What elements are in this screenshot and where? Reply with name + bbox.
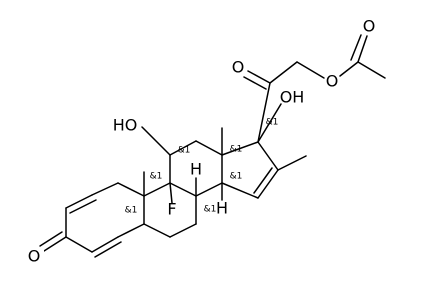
bond: [247, 70, 271, 84]
bond: [143, 182, 171, 197]
bond: [91, 236, 119, 253]
bond: [257, 103, 282, 143]
stereo-label: &1: [266, 118, 279, 128]
stereo-label: &1: [230, 172, 243, 182]
bond: [257, 169, 279, 199]
bond: [257, 141, 279, 171]
oxygen-label: O: [363, 17, 376, 36]
bond: [169, 182, 197, 197]
label-bg: [24, 247, 44, 267]
bond: [91, 182, 119, 196]
bond: [65, 236, 93, 253]
bond: [350, 34, 362, 61]
bond: [169, 223, 197, 238]
bond: [141, 126, 171, 156]
stereo-label: &1: [125, 206, 138, 216]
oxygen-label: O: [28, 247, 41, 266]
stereo-label: &1: [204, 205, 217, 215]
bond: [169, 140, 197, 156]
bond: [221, 182, 259, 199]
stereo-label: &1: [230, 145, 243, 155]
oxygen-label: O: [232, 58, 245, 77]
bond: [65, 194, 93, 209]
stereo-label: &1: [150, 172, 163, 182]
hydrogen-label: H: [216, 199, 228, 218]
bond: [143, 223, 171, 238]
bond: [243, 76, 267, 90]
bond: [39, 231, 63, 247]
stereo-label: &1: [178, 146, 191, 156]
bond: [94, 241, 122, 258]
bond: [357, 35, 368, 63]
fluorine-label: F: [167, 200, 176, 219]
oxygen-label: O: [326, 72, 339, 91]
bond: [277, 155, 307, 171]
bond: [43, 236, 67, 252]
hydroxyl-label: OH: [280, 88, 305, 107]
hydroxyl-label: HO: [113, 116, 138, 135]
bond: [339, 61, 359, 77]
bond: [195, 182, 223, 197]
bond: [117, 182, 145, 197]
bond: [269, 61, 298, 84]
bond: [117, 223, 145, 238]
hydrogen-label: H: [190, 160, 202, 179]
bond: [221, 141, 259, 156]
bond: [253, 167, 273, 194]
bond: [169, 182, 173, 204]
bond: [296, 61, 325, 79]
bond: [357, 61, 386, 79]
bond: [257, 82, 271, 143]
bond: [195, 140, 223, 156]
bond: [69, 199, 97, 214]
